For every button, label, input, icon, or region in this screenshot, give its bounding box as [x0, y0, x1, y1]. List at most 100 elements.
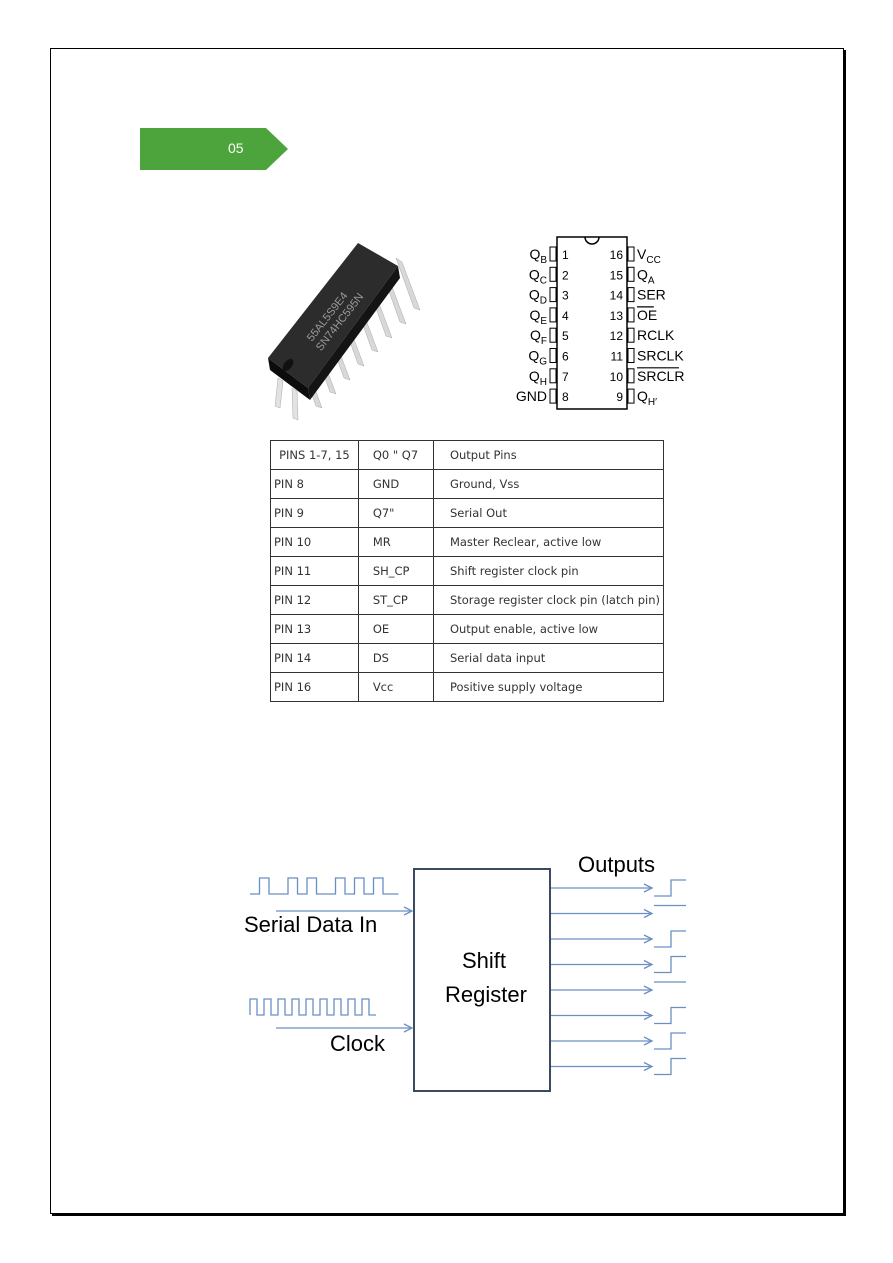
pin-number-right: 12 — [610, 329, 624, 343]
serial-data-waveform — [250, 877, 399, 895]
pin-label-main: RCLK — [637, 327, 675, 343]
outputs-label: Outputs — [578, 852, 655, 877]
pin-label-sub: A — [648, 275, 655, 286]
pin-label-left: QD — [529, 287, 547, 307]
pin-name-cell: MR — [357, 527, 434, 557]
output-level-step — [654, 1057, 686, 1076]
pin-number-cell: PIN 9 — [270, 498, 359, 528]
clock-input-wire-arrowhead — [403, 1023, 414, 1033]
pin-label-right: SER — [637, 287, 666, 303]
section-tag-text: 05 — [228, 140, 244, 156]
pin-number-left: 8 — [562, 390, 569, 404]
output-level-step — [654, 1032, 686, 1050]
pin-description-cell: Serial Out — [432, 498, 665, 528]
pin-stub-right — [627, 348, 635, 363]
pin-stub-right — [627, 368, 635, 384]
pin-label-right: SRCLK — [637, 348, 684, 364]
output-wire-arrowhead — [643, 1010, 654, 1021]
pin-label-right: SRCLR — [637, 368, 684, 384]
pin-description-cell: Master Reclear, active low — [432, 527, 665, 557]
pin-number-cell: PIN 10 — [270, 527, 359, 557]
pin-stub-left — [549, 246, 557, 262]
page-frame — [50, 48, 844, 1214]
pin-label-sub: D — [540, 296, 547, 307]
pin-label-left: QH — [529, 368, 547, 388]
pin-description-cell: Output Pins — [432, 440, 665, 470]
pin-number-cell: PINS 1-7, 15 — [270, 440, 359, 470]
pin-label-main: Q — [529, 368, 540, 384]
pin-label-main: SRCLK — [637, 348, 684, 364]
pin-label-main: OE — [637, 307, 657, 323]
pin-stub-left — [549, 287, 557, 303]
pin-label-main: Q — [528, 348, 539, 364]
pin-number-right: 16 — [610, 248, 624, 262]
pin-label-left: QF — [530, 327, 547, 347]
pin-number-left: 4 — [562, 309, 569, 323]
pin-label-main: Q — [529, 246, 540, 262]
pin-label-left: QG — [528, 348, 547, 368]
pin-stub-right — [627, 266, 635, 282]
pin-stub-left — [549, 348, 557, 363]
pin-label-sub: G — [539, 357, 547, 368]
block-label-register: Register — [445, 982, 527, 1007]
serial-data-input-wire-arrowhead — [403, 906, 414, 916]
pin-label-main: Q — [530, 327, 541, 343]
pin-number-left: 3 — [562, 289, 569, 303]
pin-label-main: Q — [637, 388, 648, 404]
pin-label-sub: H′ — [648, 397, 657, 408]
serial-data-in-label: Serial Data In — [244, 912, 377, 937]
pin-description-cell: Ground, Vss — [432, 469, 665, 499]
pin-label-left: QE — [529, 307, 547, 327]
pin-description-cell: Positive supply voltage — [432, 672, 665, 702]
pin-label-main: V — [637, 246, 647, 262]
block-label-shift: Shift — [462, 948, 506, 973]
output-level-step — [654, 879, 686, 897]
pin-stub-left — [549, 368, 557, 384]
pin-description-cell: Serial data input — [432, 643, 665, 673]
section-tag: 05 — [140, 128, 288, 170]
pin-number-right: 13 — [610, 309, 624, 323]
pin-stub-right — [627, 327, 635, 343]
output-wire-arrowhead — [643, 1036, 654, 1046]
pin-label-sub: C — [540, 275, 547, 286]
pin-name-cell: Q7" — [357, 498, 434, 528]
pin-name-cell: SH_CP — [357, 556, 434, 586]
pin-number-right: 10 — [610, 370, 624, 384]
pin-stub-left — [549, 307, 557, 323]
pin-stub-left — [549, 266, 557, 282]
pin-label-main: Q — [529, 307, 540, 323]
pin-number-right: 11 — [611, 350, 624, 364]
output-wire-arrowhead — [643, 883, 654, 893]
output-wire-arrowhead — [643, 934, 654, 944]
output-wire-arrowhead — [643, 985, 654, 995]
shift-register-block — [413, 868, 551, 1092]
pin-description-cell: Shift register clock pin — [432, 556, 665, 586]
pin-label-right: OE — [637, 307, 657, 323]
output-wire-arrowhead — [643, 908, 654, 919]
pin-label-main: Q — [529, 287, 540, 303]
pin-number-cell: PIN 13 — [270, 614, 359, 644]
pin-name-cell: Vcc — [357, 672, 434, 702]
pin-description-cell: Output enable, active low — [432, 614, 665, 644]
pin-stub-left — [549, 327, 557, 343]
pin-number-left: 6 — [562, 350, 569, 364]
pin-number-cell: PIN 14 — [270, 643, 359, 673]
pin-name-cell: ST_CP — [357, 585, 434, 615]
pin-label-main: Q — [529, 266, 540, 282]
pin-number-left: 1 — [562, 248, 569, 262]
pin-label-main: SRCLR — [637, 368, 684, 384]
output-level-step — [654, 1006, 686, 1025]
pin-stub-left — [549, 388, 557, 404]
pin-stub-right — [627, 287, 635, 303]
pin-number-cell: PIN 8 — [270, 469, 359, 499]
pin-label-sub: H — [540, 377, 547, 388]
ic-chip-photo: 55AL5S9E4 SN74HC595N — [258, 238, 428, 423]
